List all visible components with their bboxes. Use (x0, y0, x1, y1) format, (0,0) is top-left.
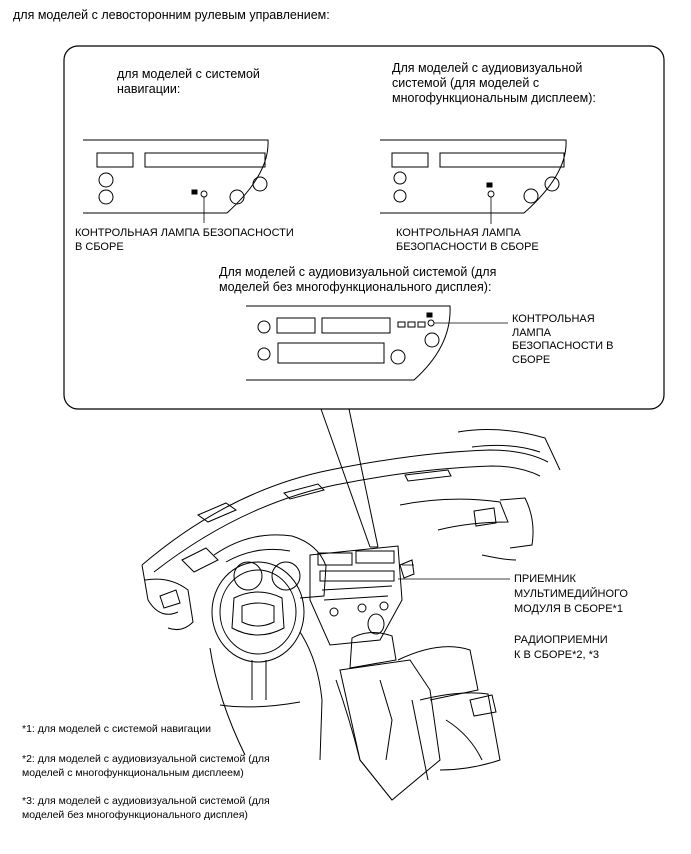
lamp-label-line: СБОРЕ (512, 353, 551, 366)
panel-navigation (83, 139, 269, 223)
av-multi-title-line: Для моделей с аудиовизуальной (392, 61, 583, 75)
lamp-label-nav: КОНТРОЛЬНАЯ ЛАМПА БЕЗОПАСНОСТИ В СБОРЕ (75, 227, 294, 254)
footnote-line: *2: для моделей с аудиовизуальной систем… (22, 753, 270, 765)
radio-receiver-label: РАДИОПРИЕМНИ К В СБОРЕ*2, *3 (514, 633, 608, 663)
panel-av-multi (380, 139, 567, 224)
av-multi-title-line: системой (для моделей с (392, 76, 540, 90)
callout-box (63, 45, 665, 410)
radio-label-line: К В СБОРЕ*2, *3 (514, 649, 600, 661)
footnote-line: *3: для моделей с аудиовизуальной систем… (22, 795, 270, 807)
panel-av-nomulti (246, 305, 508, 381)
receiver-label-line: МОДУЛЯ В СБОРЕ*1 (514, 603, 623, 615)
nav-title-line: навигации: (117, 82, 181, 96)
nav-title-line: для моделей с системой (117, 67, 260, 81)
radio-label-line: РАДИОПРИЕМНИ (514, 634, 608, 646)
footnote-3: *3: для моделей с аудиовизуальной систем… (22, 795, 270, 822)
footnote-1: *1: для моделей с системой навигации (22, 723, 211, 737)
av-multi-title: Для моделей с аудиовизуальной системой (… (392, 61, 596, 106)
nav-title: для моделей с системой навигации: (117, 67, 260, 97)
lamp-label-line: БЕЗОПАСНОСТИ В СБОРЕ (396, 240, 539, 253)
footnote-line: моделей с многофункциональным дисплеем) (22, 766, 244, 779)
av-multi-title-line: многофункциональным дисплеем): (392, 91, 596, 105)
lamp-label-av-nomulti: КОНТРОЛЬНАЯ ЛАМПА БЕЗОПАСНОСТИ В СБОРЕ (512, 313, 613, 367)
receiver-label-line: МУЛЬТИМЕДИЙНОГО (514, 588, 628, 600)
callout-pointer (320, 408, 379, 548)
lamp-label-av-multi: КОНТРОЛЬНАЯ ЛАМПА БЕЗОПАСНОСТИ В СБОРЕ (396, 227, 539, 254)
lamp-label-line: ЛАМПА (512, 326, 551, 339)
lamp-label-line: КОНТРОЛЬНАЯ ЛАМПА БЕЗОПАСНОСТИ (75, 227, 294, 239)
av-nomulti-title-line: Для моделей с аудиовизуальной системой (… (219, 265, 497, 279)
lamp-label-line: В СБОРЕ (75, 240, 124, 253)
av-nomulti-title: Для моделей с аудиовизуальной системой (… (219, 265, 496, 295)
footnote-2: *2: для моделей с аудиовизуальной систем… (22, 753, 270, 780)
footnote-line: *1: для моделей с системой навигации (22, 723, 211, 735)
footnote-line: моделей без многофункционального дисплея… (22, 808, 248, 821)
lamp-label-line: БЕЗОПАСНОСТИ В (512, 340, 614, 352)
receiver-label-line: ПРИЕМНИК (514, 573, 576, 585)
header-text: для моделей с левосторонним рулевым упра… (13, 8, 330, 22)
car-interior (141, 429, 561, 801)
lamp-label-line: КОНТРОЛЬНАЯ ЛАМПА (396, 227, 521, 239)
lamp-label-line: КОНТРОЛЬНАЯ (512, 313, 595, 325)
receiver-multimedia-label: ПРИЕМНИК МУЛЬТИМЕДИЙНОГО МОДУЛЯ В СБОРЕ*… (514, 572, 628, 617)
av-nomulti-title-line: моделей без многофункционального дисплея… (219, 280, 492, 294)
